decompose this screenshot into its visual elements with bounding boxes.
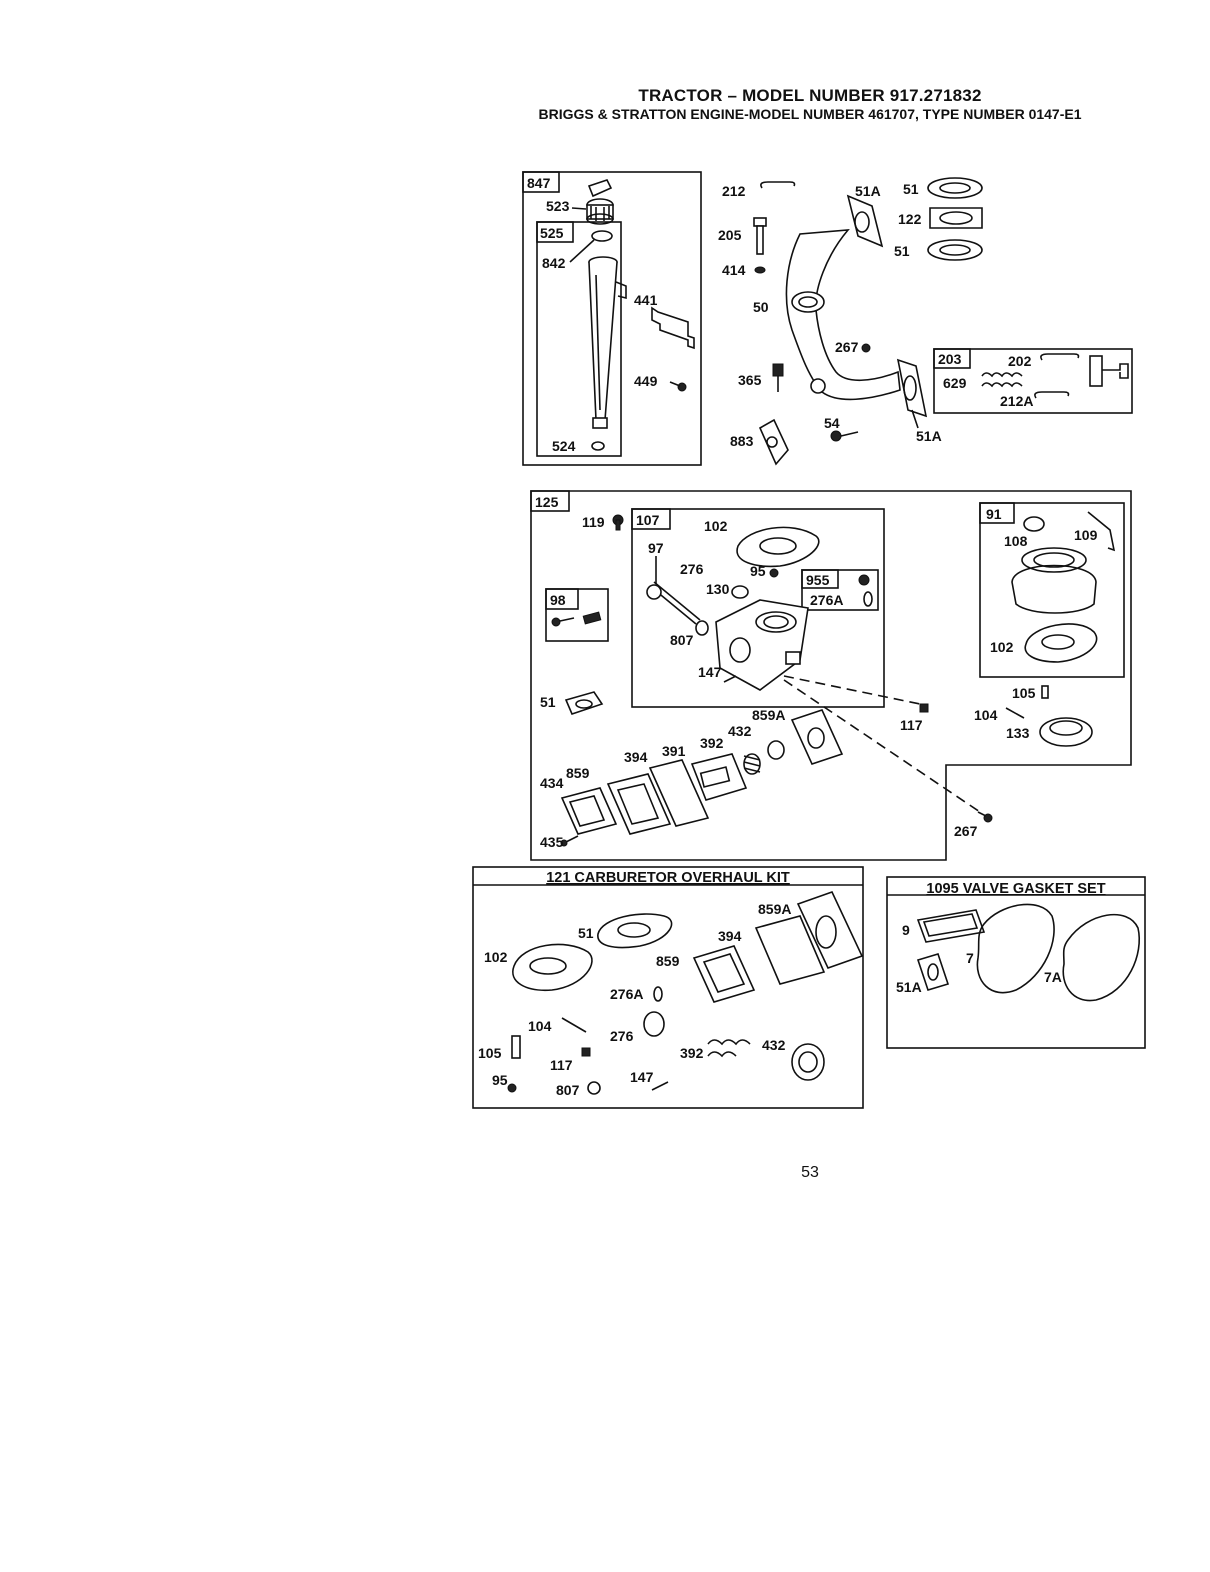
- callout-202: 202: [1008, 353, 1032, 369]
- box-label-125: 125: [535, 494, 559, 510]
- callout-50: 50: [753, 299, 769, 315]
- exhaust-group: 212 205 414 50 267 365 883 54 51A 51A 51…: [718, 177, 1133, 466]
- valve-gasket-group: 1095 VALVE GASKET SET 9 7 7A 51A: [886, 876, 1146, 1049]
- valve-callout-51A: 51A: [896, 979, 922, 995]
- callout-147: 147: [698, 664, 722, 680]
- kit-callout-51: 51: [578, 925, 594, 941]
- callout-883: 883: [730, 433, 754, 449]
- callout-104: 104: [974, 707, 998, 723]
- callout-108: 108: [1004, 533, 1028, 549]
- callout-807: 807: [670, 632, 694, 648]
- kit-callout-104: 104: [528, 1018, 552, 1034]
- page-subtitle: BRIGGS & STRATTON ENGINE-MODEL NUMBER 46…: [538, 106, 1082, 122]
- callout-122: 122: [898, 211, 922, 227]
- callout-212A: 212A: [1000, 393, 1033, 409]
- callout-119: 119: [582, 514, 605, 530]
- callout-449: 449: [634, 373, 658, 389]
- kit-callout-102: 102: [484, 949, 508, 965]
- callout-51A-bottom: 51A: [916, 428, 942, 444]
- callout-435: 435: [540, 834, 564, 850]
- clip-212: [760, 181, 796, 189]
- callout-51-left: 51: [540, 694, 556, 710]
- callout-365: 365: [738, 372, 762, 388]
- callout-267-top: 267: [835, 339, 859, 355]
- callout-859: 859: [566, 765, 590, 781]
- dipstick-handle: [587, 179, 613, 198]
- kit-callout-807: 807: [556, 1082, 580, 1098]
- valve-callout-7: 7: [966, 950, 974, 966]
- callout-54: 54: [824, 415, 840, 431]
- callout-414: 414: [722, 262, 746, 278]
- callout-629: 629: [943, 375, 967, 391]
- callout-51-lower: 51: [894, 243, 910, 259]
- callout-102-right: 102: [990, 639, 1014, 655]
- kit-callout-859: 859: [656, 953, 680, 969]
- callout-109: 109: [1074, 527, 1098, 543]
- kit-callout-147: 147: [630, 1069, 654, 1085]
- kit-callout-276: 276: [610, 1028, 634, 1044]
- dipstick-tube-group: 847 525 523 842 441 449 524: [522, 171, 702, 466]
- carburetor-kit-group: 121 CARBURETOR OVERHAUL KIT 51 102 859A …: [472, 866, 864, 1109]
- callout-130: 130: [706, 581, 730, 597]
- callout-105: 105: [1012, 685, 1036, 701]
- box-label-107: 107: [636, 512, 660, 528]
- kit-callout-859A: 859A: [758, 901, 791, 917]
- box-label-847: 847: [527, 175, 551, 191]
- callout-524: 524: [552, 438, 576, 454]
- callout-434: 434: [540, 775, 564, 791]
- kit-callout-105: 105: [478, 1045, 502, 1061]
- kit-callout-432: 432: [762, 1037, 786, 1053]
- callout-859A: 859A: [752, 707, 785, 723]
- callout-133: 133: [1006, 725, 1030, 741]
- callout-102-top: 102: [704, 518, 728, 534]
- box-label-98: 98: [550, 592, 566, 608]
- kit-callout-276A: 276A: [610, 986, 643, 1002]
- kit-callout-394: 394: [718, 928, 742, 944]
- callout-51-top: 51: [903, 181, 919, 197]
- callout-95: 95: [750, 563, 766, 579]
- callout-394: 394: [624, 749, 648, 765]
- carburetor-group: 125 107 98 955 91: [530, 490, 1132, 861]
- valve-callout-9: 9: [902, 922, 910, 938]
- page-title: TRACTOR – MODEL NUMBER 917.271832: [638, 86, 982, 105]
- kit-title-carburetor: 121 CARBURETOR OVERHAUL KIT: [546, 870, 790, 886]
- callout-842: 842: [542, 255, 566, 271]
- callout-276A: 276A: [810, 592, 843, 608]
- callout-212: 212: [722, 183, 746, 199]
- carburetor-body: [715, 599, 809, 691]
- box-label-955: 955: [806, 572, 830, 588]
- callout-432: 432: [728, 723, 752, 739]
- bracket-441: [651, 306, 695, 350]
- box-label-525: 525: [540, 225, 564, 241]
- callout-267-right: 267: [954, 823, 978, 839]
- callout-117: 117: [900, 717, 923, 733]
- callout-51A-top: 51A: [855, 183, 881, 199]
- callout-276: 276: [680, 561, 704, 577]
- callout-523: 523: [546, 198, 570, 214]
- exhaust-pipe-50: [785, 229, 901, 401]
- callout-97: 97: [648, 540, 664, 556]
- valve-callout-7A: 7A: [1044, 969, 1062, 985]
- callout-441: 441: [634, 292, 658, 308]
- box-label-203: 203: [938, 351, 962, 367]
- callout-391: 391: [662, 743, 686, 759]
- kit-callout-392: 392: [680, 1045, 704, 1061]
- page-number: 53: [801, 1164, 819, 1181]
- callout-392: 392: [700, 735, 724, 751]
- kit-callout-95: 95: [492, 1072, 508, 1088]
- box-label-91: 91: [986, 506, 1002, 522]
- callout-205: 205: [718, 227, 742, 243]
- kit-title-valve-gasket: 1095 VALVE GASKET SET: [926, 881, 1105, 897]
- dipstick-tube: [588, 261, 618, 421]
- kit-callout-117: 117: [550, 1057, 573, 1073]
